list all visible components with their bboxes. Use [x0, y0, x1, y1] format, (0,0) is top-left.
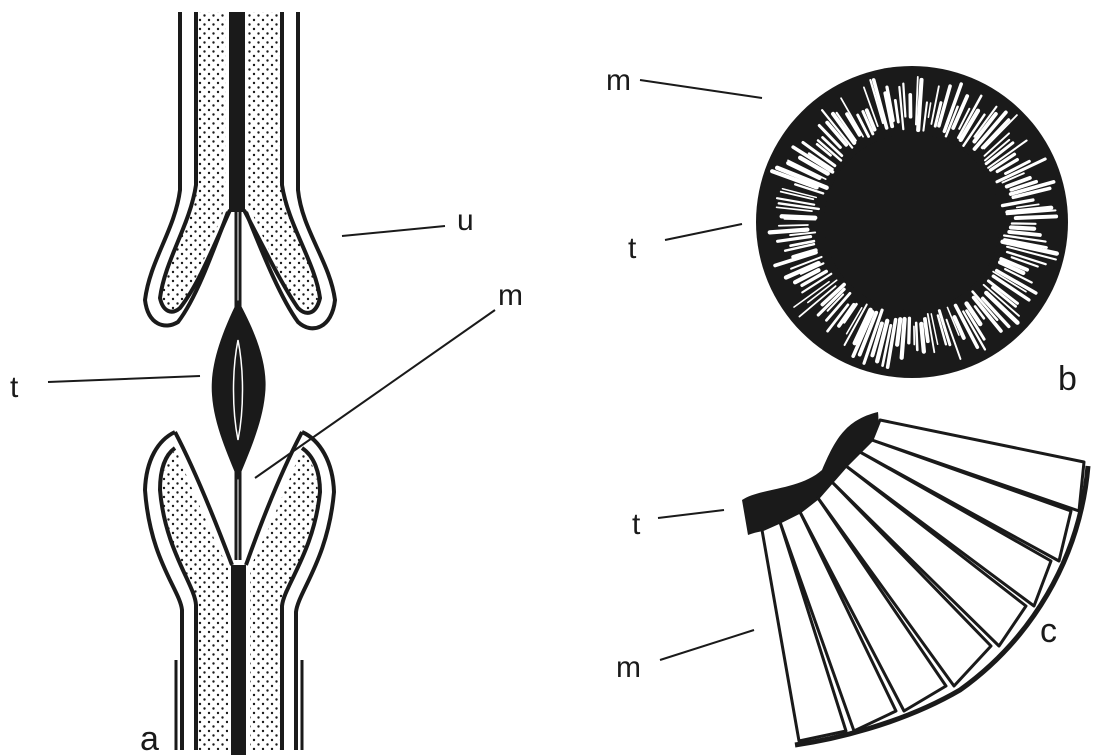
leader-c-t: [658, 510, 724, 518]
panel-label-c: c: [1040, 612, 1057, 650]
leader-b-m: [640, 80, 762, 98]
leader-c-m: [660, 630, 754, 660]
radial-canal: [770, 230, 808, 233]
swollen-body: [212, 300, 266, 480]
upper-central-strand: [229, 12, 245, 212]
radial-canal: [782, 216, 815, 217]
leader-b-t: [665, 224, 742, 240]
radial-canal: [916, 323, 917, 350]
fan-chambers: [762, 420, 1084, 741]
radial-canal: [779, 225, 808, 226]
radial-canal: [1016, 216, 1056, 218]
label-b-m: m: [606, 64, 631, 97]
panel-c-drawing: t m c: [616, 412, 1088, 745]
leader-a-t: [48, 376, 200, 382]
label-b-t: t: [628, 232, 637, 265]
panel-label-a: a: [140, 720, 159, 756]
lower-central-strand: [231, 565, 246, 755]
label-a-t: t: [10, 371, 19, 404]
leader-a-m: [255, 310, 495, 478]
label-a-u: u: [457, 204, 474, 237]
label-a-m: m: [498, 279, 523, 312]
panel-b-drawing: m t b: [606, 64, 1077, 398]
radial-canal: [909, 318, 910, 343]
panel-a-drawing: t u m a: [10, 12, 523, 756]
label-c-t: t: [632, 508, 641, 541]
radial-canal: [1011, 227, 1034, 228]
panel-label-b: b: [1058, 360, 1077, 398]
cross-section-core: [824, 134, 1000, 310]
radial-canal: [902, 319, 905, 358]
label-c-m: m: [616, 651, 641, 684]
leader-a-u: [342, 226, 445, 236]
radial-canal: [921, 324, 924, 352]
